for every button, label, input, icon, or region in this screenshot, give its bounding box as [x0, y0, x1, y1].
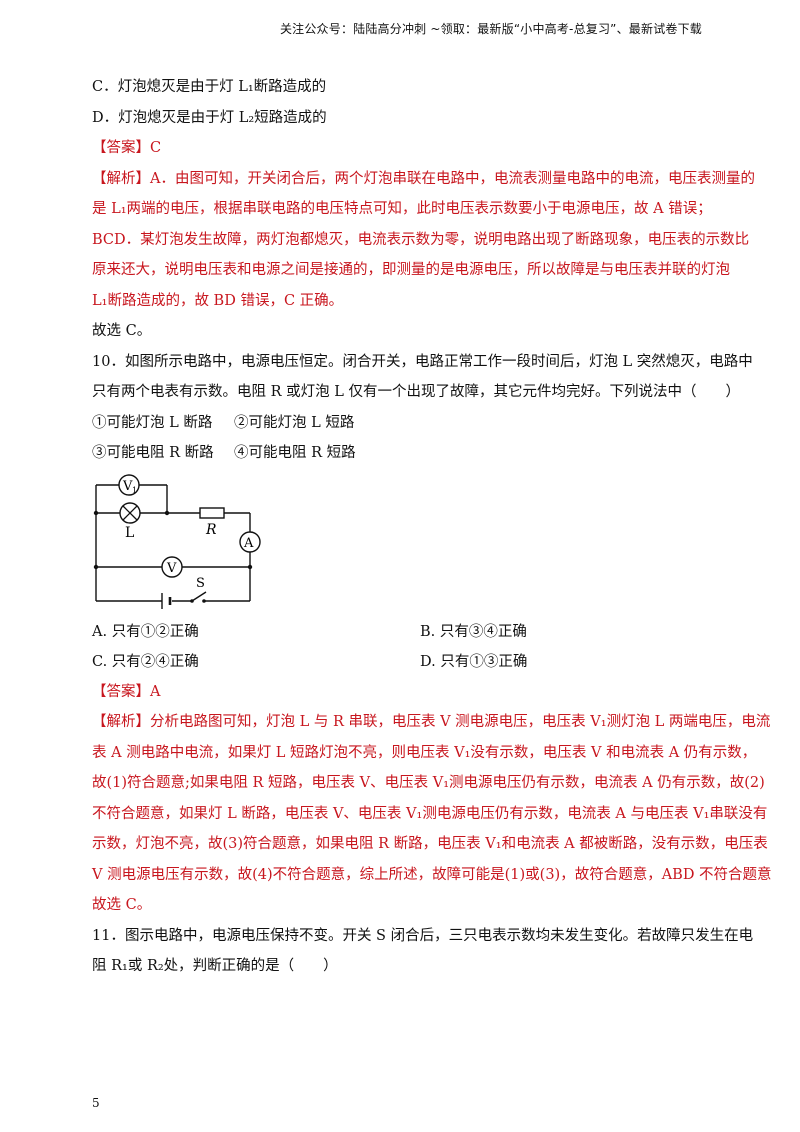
- v1-sub-label: 1: [132, 486, 137, 495]
- statement-2: ②可能灯泡 L 短路: [234, 414, 355, 431]
- choice-a: A. 只有①②正确: [92, 623, 199, 640]
- choice-d: D. 只有①③正确: [420, 653, 528, 670]
- voltmeter-v1-icon: [118, 473, 140, 496]
- analysis-q10-line: V 测电源电压有示数，故(4)不符合题意，综上所述，故障可能是(1)或(3)，故…: [92, 866, 772, 883]
- page-header: 关注公众号：陆陆高分冲刺 ~领取：最新版“小中高考-总复习”、最新试卷下载: [279, 22, 702, 36]
- choice-c: C. 只有②④正确: [92, 653, 199, 670]
- circuit-svg: V 1 L R A V S: [93, 473, 261, 609]
- q10-stem-line: 只有两个电表有示数。电阻 R 或灯泡 L 仅有一个出现了故障，其它元件均完好。下…: [92, 384, 740, 400]
- analysis-q10-line: 不符合题意，如果灯 L 断路，电压表 V、电压表 V₁测电源电压仍有示数，电流表…: [92, 805, 768, 822]
- ammeter-label: A: [243, 536, 254, 551]
- analysis-prev-line: BCD．某灯泡发生故障，两灯泡都熄灭，电流表示数为零，说明电路出现了断路现象，电…: [92, 231, 750, 248]
- answer-prev: 【答案】C: [92, 140, 162, 156]
- analysis-prev-line: 原来还大，说明电压表和电源之间是接通的，即测量的是电源电压，所以故障是与电压表并…: [92, 262, 730, 278]
- switch-label: S: [196, 576, 205, 591]
- analysis-q10-line: 【解析】分析电路图可知，灯泡 L 与 R 串联，电压表 V 测电源电压，电压表 …: [92, 714, 771, 730]
- q10-statements-row: ③可能电阻 R 断路 ④可能电阻 R 短路: [92, 438, 712, 469]
- q10-stem-line: 10．如图所示电路中，电源电压恒定。闭合开关，电路正常工作一段时间后，灯泡 L …: [92, 353, 753, 370]
- analysis-prev-line: L₁断路造成的，故 BD 错误，C 正确。: [92, 292, 344, 309]
- analysis-prev-line: 是 L₁两端的电压，根据串联电路的电压特点可知，此时电压表示数要小于电源电压，故…: [92, 201, 712, 217]
- ammeter-icon: [239, 530, 261, 553]
- analysis-q10-line: 故(1)符合题意;如果电阻 R 短路，电压表 V、电压表 V₁测电源电压仍有示数…: [92, 775, 765, 791]
- choice-b: B. 只有③④正确: [420, 623, 527, 640]
- circuit-diagram: V 1 L R A V S: [92, 473, 712, 611]
- option-d-prev: D．灯泡熄灭是由于灯 L₂短路造成的: [92, 109, 327, 126]
- statement-3: ③可能电阻 R 断路: [92, 445, 214, 461]
- page-number: 5: [92, 1096, 100, 1110]
- q10-statements-row: ①可能灯泡 L 断路 ②可能灯泡 L 短路: [92, 408, 712, 439]
- statement-1: ①可能灯泡 L 断路: [92, 414, 213, 431]
- option-c-prev: C．灯泡熄灭是由于灯 L₁断路造成的: [92, 79, 327, 95]
- analysis-q10-line: 表 A 测电路中电流，如果灯 L 短路灯泡不亮，则电压表 V₁没有示数，电压表 …: [92, 744, 757, 761]
- q10-choices-row: C. 只有②④正确 D. 只有①③正确: [92, 647, 712, 677]
- voltmeter-label: V: [166, 561, 177, 576]
- q11-stem-line: 11．图示电路中，电源电压保持不变。开关 S 闭合后，三只电表示数均未发生变化。…: [92, 927, 754, 944]
- voltmeter-v-icon: [161, 555, 183, 578]
- analysis-q10-line: 示数，灯泡不亮，故(3)符合题意，如果电阻 R 断路，电压表 V₁和电流表 A …: [92, 836, 768, 852]
- q10-choices-row: A. 只有①②正确 B. 只有③④正确: [92, 617, 712, 647]
- answer-q10: 【答案】A: [92, 683, 161, 700]
- page-content: C．灯泡熄灭是由于灯 L₁断路造成的 D．灯泡熄灭是由于灯 L₂短路造成的 【答…: [92, 72, 772, 982]
- resistor-icon: [199, 506, 225, 519]
- statement-4: ④可能电阻 R 短路: [234, 445, 356, 461]
- resistor-label: R: [205, 522, 217, 538]
- analysis-q10-line: 故选 C。: [92, 897, 152, 913]
- v1-label: V: [122, 479, 133, 494]
- analysis-prev-line: 【解析】A．由图可知，开关闭合后，两个灯泡串联在电路中，电流表测量电路中的电流，…: [92, 170, 755, 187]
- q11-stem-line: 阻 R₁或 R₂处，判断正确的是（ ）: [92, 958, 338, 974]
- lamp-label: L: [125, 525, 134, 541]
- conclusion-prev: 故选 C。: [92, 323, 152, 339]
